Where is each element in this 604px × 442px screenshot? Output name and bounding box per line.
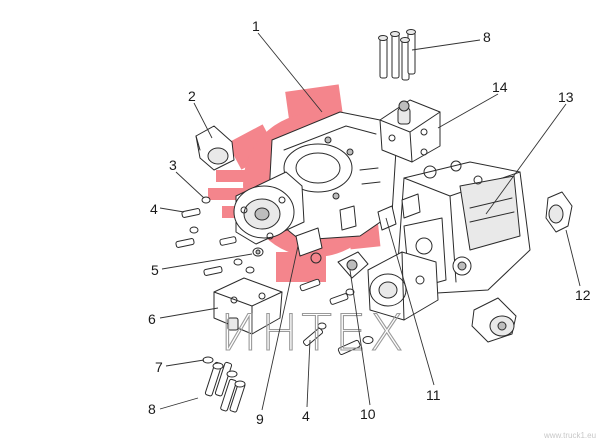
callout-13: 13 (558, 89, 574, 105)
washers-left-part-3 (189, 196, 255, 274)
fittings-cluster (253, 193, 421, 279)
elbow-fitting-lower-right (471, 297, 517, 343)
callout-1: 1 (252, 18, 260, 34)
callout-12: 12 (575, 287, 591, 303)
valve-block-part-6 (213, 277, 283, 335)
washers-part-7 (202, 356, 246, 388)
elbow-fitting-part-2 (195, 125, 235, 171)
site-credit: www.truck1.eu (543, 431, 596, 440)
plug-part-5 (252, 247, 264, 257)
bolts-bottom-part-4 (299, 278, 355, 347)
callout-2: 2 (188, 88, 196, 104)
callout-4-left: 4 (150, 201, 158, 217)
bolt-set-top-part-8 (378, 29, 416, 81)
callout-5: 5 (151, 262, 159, 278)
callout-14: 14 (492, 79, 508, 95)
callout-8-top: 8 (483, 29, 491, 45)
callout-8-bottom: 8 (148, 401, 156, 417)
callout-7: 7 (155, 359, 163, 375)
bolt-part-10 (337, 336, 374, 355)
callout-6: 6 (148, 311, 156, 327)
callout-labels: 1 2 3 4 5 6 7 8 9 4 10 11 12 13 14 8 (148, 18, 591, 427)
bolts-lower-left-part-8 (204, 361, 246, 413)
main-pump-housing (233, 111, 397, 245)
fitting-part-12 (545, 191, 573, 233)
valve-manifold-block (379, 99, 441, 163)
callout-11: 11 (426, 387, 441, 403)
leader-lines (159, 32, 581, 411)
callout-9: 9 (256, 411, 264, 427)
callout-4-bottom: 4 (302, 408, 310, 424)
callout-3: 3 (169, 157, 177, 173)
gear-pump (367, 251, 439, 321)
watermark-text: ИНТЕX (220, 304, 407, 362)
callout-10: 10 (360, 406, 376, 422)
bolts-left-part-4 (175, 208, 237, 276)
